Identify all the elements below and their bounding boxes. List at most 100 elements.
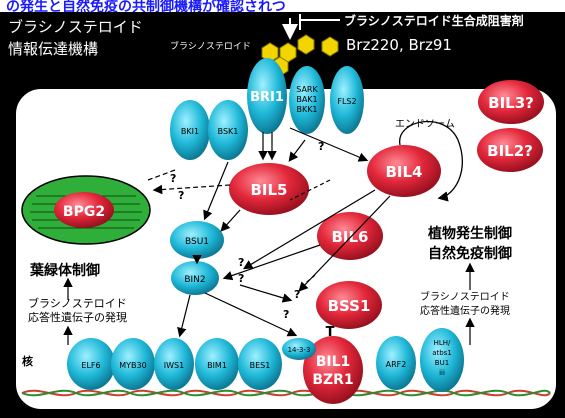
inhibit-symbol: T — [326, 325, 335, 340]
title-line2: 情報伝達機構 — [8, 40, 98, 58]
arf2-node — [376, 336, 416, 390]
hexagon-1 — [261, 42, 279, 63]
arrow-bil4-bin2 — [242, 189, 376, 270]
bss1-node — [316, 281, 382, 329]
p1433-label: 14-3-3 — [288, 346, 311, 354]
inhibitor-label: ブラシノステロイド生合成阻害剤 — [344, 13, 524, 28]
bak1-label: BAK1 — [296, 95, 317, 104]
arrow-bil6-bss1 — [299, 274, 316, 289]
bin2-node — [171, 261, 219, 295]
bss1-label: BSS1 — [328, 297, 371, 315]
question-marks: ? ? ? ? ? ? ? — [170, 140, 324, 321]
q-bin2-1: ? — [238, 256, 244, 269]
bil5-label: BIL5 — [250, 181, 287, 199]
fls2-label: FLS2 — [337, 97, 356, 106]
chloroplast: BPG2 — [21, 175, 151, 245]
hlh-label-4: iii — [439, 369, 445, 377]
bki1-label: BKI1 — [181, 127, 199, 136]
q-bri1-bil4: ? — [318, 140, 324, 153]
q-bss1: ? — [294, 288, 300, 301]
hlh-label-1: HLH/ — [434, 339, 451, 347]
arrow-bil5-chloroplast — [152, 184, 231, 195]
bes1-node — [238, 338, 282, 390]
bri1-receptor — [247, 58, 287, 134]
arrow-bin2-bes1 — [177, 294, 191, 338]
brassinosteroid-molecules — [261, 34, 339, 77]
arrow-bsk1-bsu1 — [203, 161, 229, 221]
bsk1-label: BSK1 — [218, 127, 239, 136]
bil3-node — [478, 80, 544, 124]
q-bil5: ? — [178, 189, 184, 202]
left-expression-1: ブラシノステロイド — [28, 296, 127, 310]
title-line1: ブラシノステロイド — [8, 18, 143, 36]
elf6-node — [67, 338, 115, 390]
hexagon-3 — [297, 34, 315, 55]
arf2-label: ARF2 — [386, 360, 407, 369]
bil1-label: BIL1 — [316, 354, 351, 370]
endosome-loop — [399, 120, 463, 202]
bpg2-node — [54, 192, 114, 228]
endosome-label: エンドソーム — [395, 118, 455, 130]
q-bin2-2: ? — [238, 272, 244, 285]
bil4-node — [367, 145, 441, 197]
arrow-bil4-bil5 — [288, 139, 306, 162]
nucleus-label: 核 — [22, 354, 33, 368]
bes1-label: BES1 — [250, 361, 271, 370]
bri1-label: BRI1 — [250, 90, 284, 105]
sark-receptor — [289, 66, 325, 134]
top-strip-bg — [0, 0, 565, 12]
arrow-bin2-mid — [239, 284, 293, 303]
hlh-label-2: atbs1 — [432, 349, 452, 357]
dna-helix — [21, 389, 551, 397]
ligand-label: ブラシノステロイド — [170, 40, 251, 52]
bsk1-node — [208, 100, 248, 160]
elf6-label: ELF6 — [81, 361, 100, 370]
arrow-bki1-chloroplast — [147, 169, 176, 181]
arrow-bin2-bil1 — [204, 292, 298, 337]
iws1-label: IWS1 — [164, 361, 184, 370]
bil1-bzr1-node — [303, 336, 363, 404]
hlh-label-3: BU1 — [435, 359, 449, 367]
bim1-node — [195, 338, 239, 390]
top-strip-text: の発生と自然免疫の共制御機構が確認されつ — [6, 0, 286, 15]
dna-strand-b — [21, 389, 551, 397]
chloroplast-control-label: 葉緑体制御 — [29, 262, 100, 279]
plant-control-1: 植物発生制御 — [427, 225, 512, 242]
p1433-node — [282, 338, 316, 360]
bil2-node — [477, 128, 543, 172]
q-bil1: ? — [283, 308, 289, 321]
hexagon-4 — [321, 36, 339, 57]
bsu1-label: BSU1 — [185, 237, 209, 247]
pathway-arrows — [63, 127, 475, 345]
bil2-label: BIL2? — [487, 142, 533, 160]
plant-control-2: 自然免疫制御 — [428, 245, 512, 262]
arrow-bil4-bss1 — [298, 195, 391, 292]
inhibitor-names: Brz220, Brz91 — [346, 36, 452, 54]
bkk1-label: BKK1 — [296, 105, 317, 114]
hlh-node — [420, 328, 464, 392]
bpg2-label: BPG2 — [63, 204, 105, 220]
arrow-bil4-bil5-dash — [289, 179, 331, 201]
bil4-label: BIL4 — [385, 163, 422, 181]
bin2-label: BIN2 — [184, 275, 205, 285]
arrow-bri1-bil4 — [289, 127, 369, 162]
bil5-node — [229, 163, 309, 215]
left-expression-2: 応答性遺伝子の発現 — [28, 310, 127, 324]
bil6-node — [317, 212, 383, 260]
myb30-label: MYB30 — [119, 361, 146, 370]
bzr1-label: BZR1 — [312, 372, 353, 388]
myb30-node — [111, 338, 155, 390]
right-expression-2: 応答性遺伝子の発現 — [420, 304, 510, 317]
bki1-node — [170, 100, 210, 160]
sark-label: SARK — [296, 85, 318, 94]
bil3-label: BIL3? — [488, 94, 534, 112]
bim1-label: BIM1 — [207, 361, 227, 370]
arrow-bil6-bin2 — [222, 244, 321, 281]
fls2-receptor — [330, 66, 364, 134]
iws1-node — [154, 338, 194, 390]
bsu1-node — [170, 221, 224, 259]
q-bki1: ? — [170, 172, 176, 185]
right-expression-1: ブラシノステロイド — [420, 290, 510, 303]
